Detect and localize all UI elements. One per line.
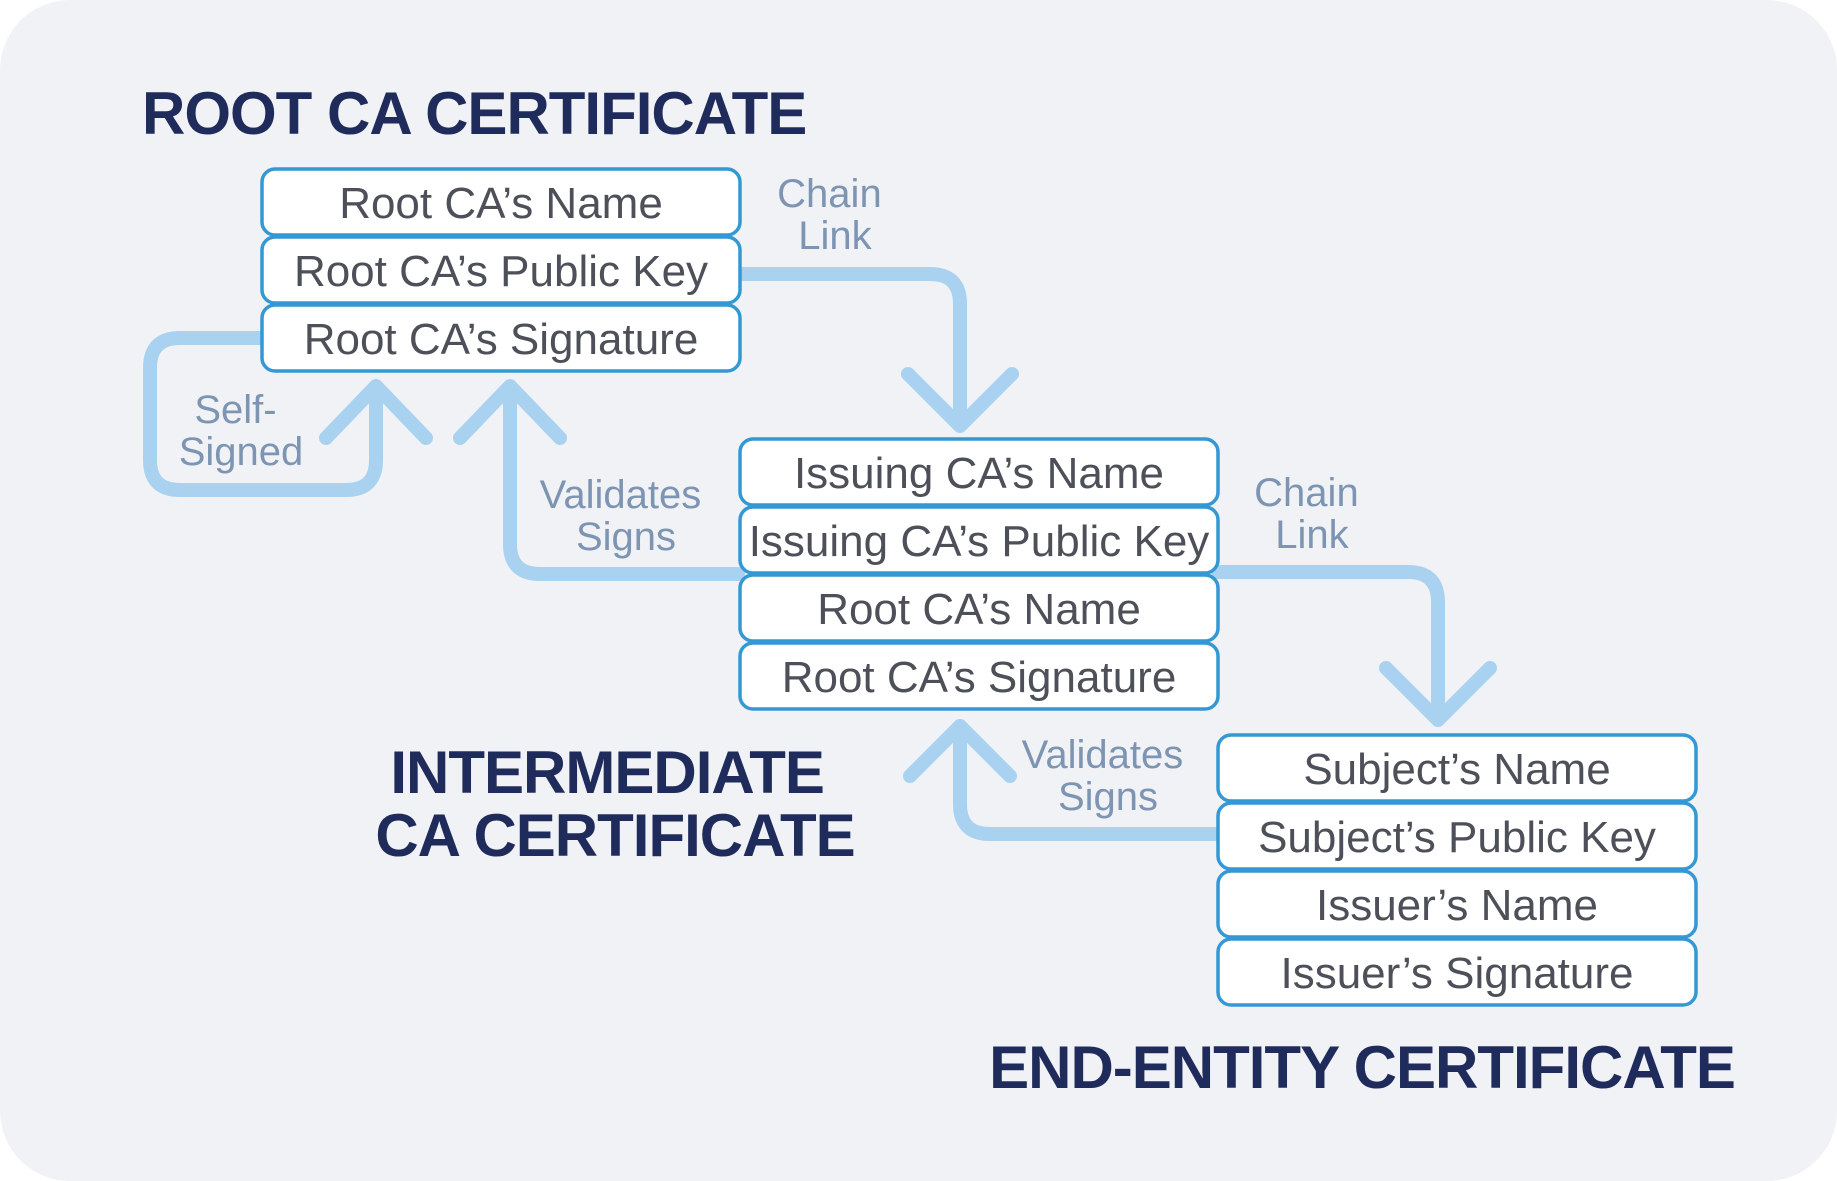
root-ca-field-public-key: Root CA’s Public Key [294,247,708,296]
self-signed-loop [143,331,383,497]
self-signed-label-line2: Signed [179,430,304,474]
validates-signs-label-2-line2: Signs [1058,775,1158,819]
validates-signs-label-2-line1: Validates [1022,733,1184,777]
end-entity-field-subject-name: Subject’s Name [1303,745,1610,794]
intermediate-ca-title-line2: CA CERTIFICATE [375,802,854,869]
validates-signs-label-2: Validates Signs [1022,733,1195,819]
chain-link-arrow-2 [1211,565,1445,722]
root-ca-title: ROOT CA CERTIFICATE [142,80,806,147]
validates-signs-label-1-line2: Signs [576,515,676,559]
end-entity-field-issuer-name: Issuer’s Name [1316,881,1598,930]
root-ca-field-signature: Root CA’s Signature [304,315,699,364]
validates-signs-label-1-line1: Validates [540,473,702,517]
validates-signs-arrow-2 [953,719,1225,841]
chain-link-label-2-line1: Chain [1254,471,1359,515]
end-entity-title: END-ENTITY CERTIFICATE [989,1034,1735,1101]
validates-signs-arrowhead-1 [453,379,567,445]
end-entity-field-box-subject-public-key [1216,801,1698,871]
root-ca-field-box-public-key [260,235,742,305]
chain-link-arrowhead-2 [1379,661,1497,727]
chain-link-label-2-line2: Link [1275,513,1349,557]
chain-link-label-1-line2: Link [798,214,872,258]
root-ca-field-box-name [260,167,742,237]
self-signed-label-line1: Self- [194,388,276,432]
end-entity-field-issuer-signature: Issuer’s Signature [1280,949,1633,998]
root-ca-field-name: Root CA’s Name [339,179,663,228]
validates-signs-arrowhead-2 [903,719,1017,783]
validates-signs-label-1: Validates Signs [540,473,713,559]
intermediate-ca-title-line1: INTERMEDIATE [390,739,824,806]
intermediate-ca-title: INTERMEDIATE CA CERTIFICATE [375,739,854,869]
intermediate-ca-certificate: Issuing CA’s Name Issuing CA’s Public Ke… [738,437,1220,711]
end-entity-field-box-issuer-signature [1216,937,1698,1007]
end-entity-field-subject-public-key: Subject’s Public Key [1258,813,1656,862]
intermediate-ca-field-box-public-key [738,505,1220,575]
intermediate-ca-field-box-name [738,437,1220,507]
end-entity-field-box-subject-name [1216,733,1698,803]
validates-signs-arrow-1 [503,383,745,581]
end-entity-certificate: Subject’s Name Subject’s Public Key Issu… [1216,733,1698,1007]
self-signed-arrowhead [319,379,433,445]
chain-link-arrowhead-1 [901,367,1019,433]
end-entity-field-box-issuer-name [1216,869,1698,939]
intermediate-ca-field-box-root-signature [738,641,1220,711]
intermediate-ca-field-name: Issuing CA’s Name [794,449,1164,498]
chain-link-arrow-1 [735,267,967,427]
chain-link-label-2: Chain Link [1254,471,1370,557]
chain-link-label-1: Chain Link [777,172,893,258]
chain-link-label-1-line1: Chain [777,172,882,216]
root-ca-field-box-signature [260,303,742,373]
root-ca-certificate: Root CA’s Name Root CA’s Public Key Root… [260,167,742,373]
intermediate-ca-field-root-name: Root CA’s Name [817,585,1141,634]
intermediate-ca-field-root-signature: Root CA’s Signature [782,653,1177,702]
intermediate-ca-field-public-key: Issuing CA’s Public Key [749,517,1210,566]
self-signed-label: Self- Signed [179,388,304,474]
intermediate-ca-field-box-root-name [738,573,1220,643]
